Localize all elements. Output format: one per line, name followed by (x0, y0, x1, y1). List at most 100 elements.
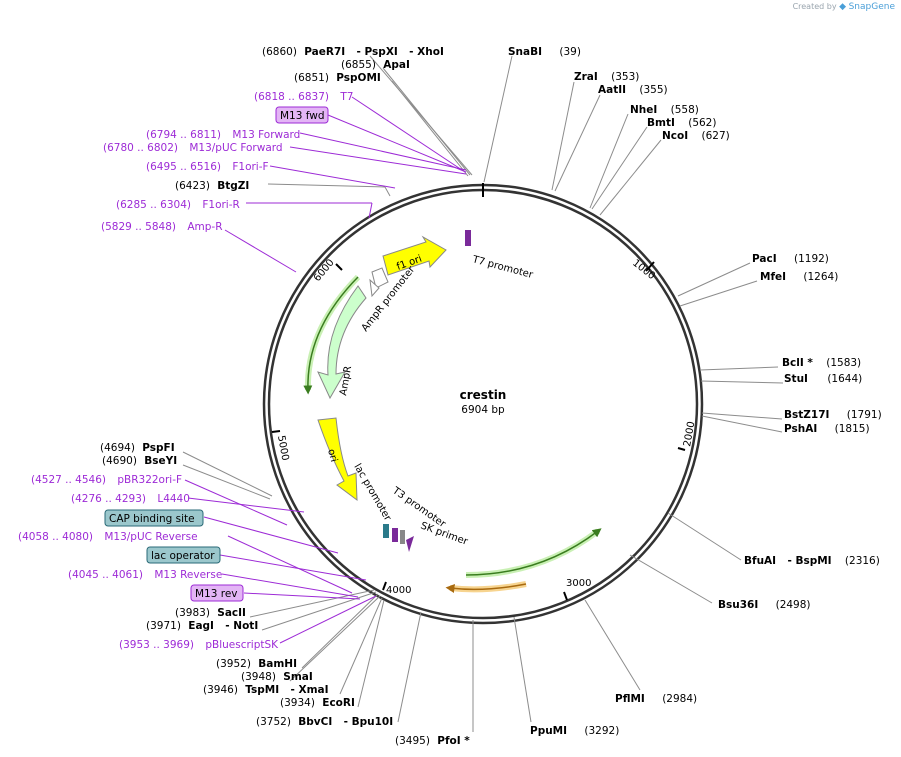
label-pflmi-pos: (2984) (662, 693, 697, 705)
line-ecori (357, 599, 385, 708)
line-amp-r (224, 229, 297, 273)
label-paci-name: PacI (752, 253, 777, 265)
f1-ori-arrow[interactable] (382, 235, 447, 276)
line-eagi (261, 591, 377, 631)
line-f1ori-f (269, 165, 396, 189)
line-l4440 (187, 497, 305, 513)
label-apai[interactable]: (6855) ApaI (341, 59, 410, 71)
label-eagi[interactable]: (3971) EagI - NotI (146, 620, 258, 632)
ori-arrow[interactable] (317, 417, 358, 502)
line-sacii (249, 589, 375, 618)
label-m13reverse-pos: (4045 .. 4061) (68, 569, 143, 581)
label-smai[interactable]: (3948) SmaI (241, 671, 313, 683)
cap-binding-site-box[interactable]: CAP binding site (104, 509, 204, 527)
label-bpu10i-name: - Bpu10I (344, 716, 394, 728)
label-snabi-name: SnaBI (508, 46, 542, 58)
label-stui[interactable]: StuI (1644) (784, 373, 862, 385)
label-bseyi[interactable]: (4690) BseYI (102, 455, 177, 467)
label-pflmi[interactable]: PflMI (2984) (615, 693, 697, 705)
label-f1ori-f[interactable]: (6495 .. 6516) F1ori-F (146, 161, 269, 173)
line-mfei (679, 280, 758, 307)
label-paer7i-name: PaeR7I (304, 46, 345, 58)
label-tspmi[interactable]: (3946) TspMI - XmaI (203, 684, 329, 696)
label-pspomi-name: PspOMI (336, 72, 381, 84)
line-btgzi-2 (384, 186, 391, 197)
label-bstz17i[interactable]: BstZ17I (1791) (784, 409, 882, 421)
label-bbvci-name: BbvCI (298, 716, 332, 728)
label-m13forward[interactable]: (6794 .. 6811) M13 Forward (146, 129, 300, 141)
label-paer7i[interactable]: (6860) PaeR7I - PspXI - XhoI (262, 46, 444, 58)
label-bseyi-pos: (4690) (102, 455, 137, 467)
label-ecori[interactable]: (3934) EcoRI (280, 697, 355, 709)
label-mfei[interactable]: MfeI (1264) (760, 271, 838, 283)
label-pbr322[interactable]: (4527 .. 4546) pBR322ori-F (31, 474, 182, 486)
label-pspfi[interactable]: (4694) PspFI (100, 442, 175, 454)
t7-promoter-mark (465, 230, 471, 246)
label-pspomi[interactable]: (6851) PspOMI (294, 72, 381, 84)
m13-rev-box[interactable]: M13 rev (190, 584, 244, 602)
label-pfoi[interactable]: (3495) PfoI * (395, 735, 470, 747)
features: f1 ori AmpR promoter AmpR ori lac promot… (303, 230, 602, 593)
label-m13puc-rev[interactable]: (4058 .. 4080) M13/pUC Reverse (18, 531, 198, 543)
label-f1ori-r[interactable]: (6285 .. 6304) F1ori-R (116, 199, 240, 211)
created-by-text: Created by (792, 2, 837, 11)
label-pshai-pos: (1815) (835, 423, 870, 435)
label-f1ori-f-pos: (6495 .. 6516) (146, 161, 221, 173)
label-bsu36i[interactable]: Bsu36I (2498) (718, 599, 811, 611)
line-bfuai (667, 512, 742, 561)
label-f1ori-r-pos: (6285 .. 6304) (116, 199, 191, 211)
m13-fwd-box[interactable]: M13 fwd (275, 106, 329, 124)
tick-1000 (645, 261, 655, 272)
label-bfuai[interactable]: BfuAI - BspMI (2316) (744, 555, 880, 567)
label-pshai[interactable]: PshAI (1815) (784, 423, 870, 435)
label-m13reverse-name: M13 Reverse (154, 569, 222, 581)
label-bmti-name: BmtI (647, 117, 675, 129)
label-bmti[interactable]: BmtI (562) (647, 117, 716, 129)
label-pbluescript[interactable]: (3953 .. 3969) pBluescriptSK (119, 639, 279, 651)
label-aatii[interactable]: AatII (355) (598, 84, 668, 96)
label-m13reverse[interactable]: (4045 .. 4061) M13 Reverse (68, 569, 222, 581)
enzyme-lines (182, 55, 784, 732)
label-ppumi[interactable]: PpuMI (3292) (530, 725, 619, 737)
label-bamhi[interactable]: (3952) BamHI (216, 658, 297, 670)
line-m13puc-fwd (289, 146, 467, 175)
label-bstz17i-pos: (1791) (847, 409, 882, 421)
label-amp-r[interactable]: (5829 .. 5848) Amp-R (101, 221, 223, 233)
ampr-arrow[interactable] (317, 285, 367, 400)
label-nhei-name: NheI (630, 104, 657, 116)
label-t7-name: T7 (339, 91, 353, 103)
label-t7[interactable]: (6818 .. 6837) T7 (254, 91, 353, 103)
label-ncoi[interactable]: NcoI (627) (662, 130, 730, 142)
label-zrai[interactable]: ZraI (353) (574, 71, 639, 83)
orf-arc-bottom-bg (465, 528, 600, 578)
line-bseyi (182, 464, 271, 500)
label-t7-pos: (6818 .. 6837) (254, 91, 329, 103)
line-pspfi (182, 451, 273, 497)
label-smai-name: SmaI (283, 671, 313, 683)
t3-promoter-mark (392, 528, 398, 542)
label-l4440[interactable]: (4276 .. 4293) L4440 (71, 493, 190, 505)
label-pbluescript-pos: (3953 .. 3969) (119, 639, 194, 651)
tick-2000 (677, 447, 686, 451)
label-sacii[interactable]: (3983) SacII (175, 607, 246, 619)
ori-label: ori (325, 448, 339, 463)
label-snabi[interactable]: SnaBI (39) (508, 46, 581, 58)
label-bbvci[interactable]: (3752) BbvCI - Bpu10I (256, 716, 393, 728)
sk-primer-arrow (406, 536, 414, 552)
label-paci[interactable]: PacI (1192) (752, 253, 829, 265)
line-m13fwd (327, 114, 467, 173)
label-ecori-name: EcoRI (322, 697, 355, 709)
lac-operator-mark (383, 524, 389, 538)
label-btgzi[interactable]: (6423) BtgZI (175, 180, 249, 192)
lac-operator-box[interactable]: lac operator (146, 546, 221, 564)
label-nhei[interactable]: NheI (558) (630, 104, 699, 116)
label-btgzi-pos: (6423) (175, 180, 210, 192)
plasmid-name: crestin (460, 388, 507, 402)
label-f1ori-r-name: F1ori-R (202, 199, 239, 211)
label-bcli[interactable]: BclI * (1583) (782, 357, 861, 369)
label-m13puc-fwd[interactable]: (6780 .. 6802) M13/pUC Forward (103, 142, 283, 154)
label-m13forward-name: M13 Forward (232, 129, 300, 141)
label-bsu36i-pos: (2498) (776, 599, 811, 611)
ampr-promoter-arrow[interactable] (371, 267, 389, 289)
label-pspfi-pos: (4694) (100, 442, 135, 454)
